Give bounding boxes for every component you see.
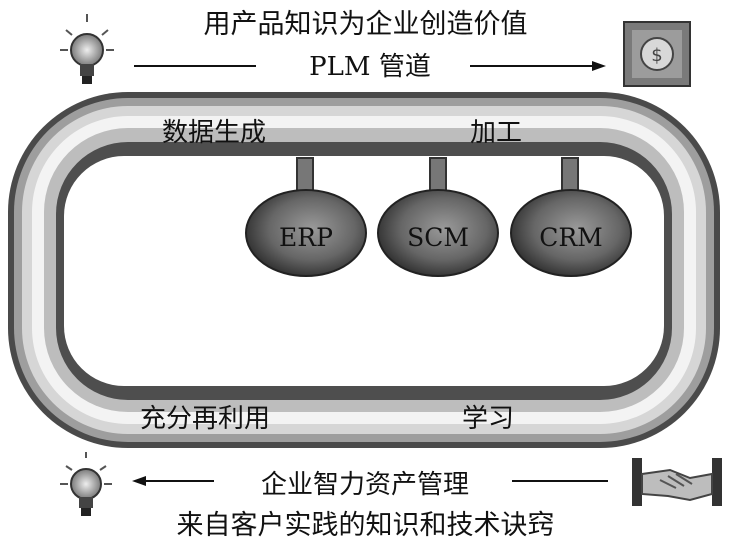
pipeline-label: PLM 管道 bbox=[309, 52, 431, 82]
system-label: SCM bbox=[407, 223, 469, 252]
arrow-head-left-icon bbox=[132, 476, 146, 486]
system-label: ERP bbox=[279, 223, 333, 252]
bottom-title: 来自客户实践的知识和技术诀窍 bbox=[176, 510, 555, 541]
arrow-head-right-icon bbox=[592, 61, 606, 71]
stage-processing: 加工 bbox=[470, 118, 523, 148]
system-scm: SCM bbox=[377, 157, 499, 277]
pipeline-loop bbox=[8, 92, 720, 448]
stage-data-generation: 数据生成 bbox=[162, 118, 267, 148]
system-erp: ERP bbox=[245, 157, 367, 277]
svg-text:$: $ bbox=[651, 45, 662, 66]
ip-management-label: 企业智力资产管理 bbox=[260, 470, 469, 500]
handshake-icon bbox=[632, 458, 722, 506]
lightbulb-icon bbox=[60, 452, 112, 516]
system-label: CRM bbox=[539, 223, 603, 252]
lightbulb-icon bbox=[60, 14, 114, 84]
top-title: 用产品知识为企业创造价值 bbox=[203, 9, 528, 40]
system-crm: CRM bbox=[510, 157, 632, 277]
stage-reuse: 充分再利用 bbox=[140, 404, 271, 434]
money-icon: $ bbox=[623, 21, 691, 87]
stage-learning: 学习 bbox=[462, 404, 515, 434]
